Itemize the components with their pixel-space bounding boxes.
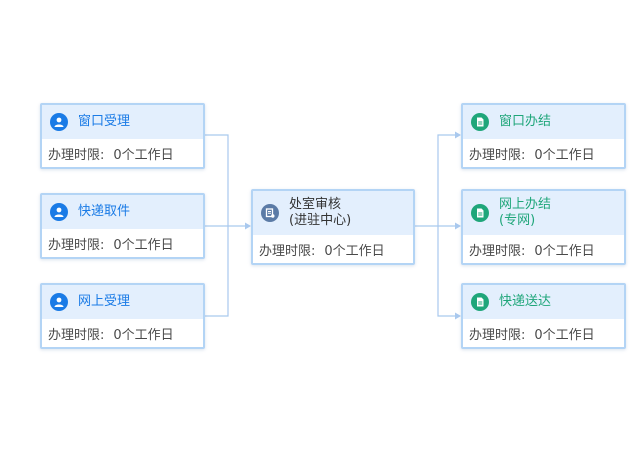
- connector-to-window-complete: [437, 134, 456, 226]
- document-icon: [471, 204, 489, 222]
- node-header: 网上受理: [42, 285, 203, 319]
- time-limit-value: 0个工作日: [113, 237, 174, 253]
- node-time-limit: 办理时限: 0个工作日: [463, 139, 624, 167]
- document-icon: [471, 113, 489, 131]
- user-icon: [50, 113, 68, 131]
- time-limit-label: 办理时限:: [469, 243, 526, 259]
- time-limit-value: 0个工作日: [324, 243, 385, 259]
- node-express-delivery[interactable]: 快递送达 办理时限: 0个工作日: [461, 283, 626, 349]
- node-online-complete[interactable]: 网上办结 (专网) 办理时限: 0个工作日: [461, 189, 626, 265]
- time-limit-label: 办理时限:: [469, 327, 526, 343]
- node-header: 窗口办结: [463, 105, 624, 139]
- arrowhead-express-delivery: [455, 312, 461, 320]
- node-time-limit: 办理时限: 0个工作日: [42, 319, 203, 347]
- stamp-icon: [261, 204, 279, 222]
- node-online-accept[interactable]: 网上受理 办理时限: 0个工作日: [40, 283, 205, 349]
- node-title-line2: (进驻中心): [289, 213, 352, 228]
- arrowhead-window-complete: [455, 131, 461, 139]
- arrowhead-online-complete: [455, 222, 461, 230]
- time-limit-label: 办理时限:: [48, 237, 105, 253]
- node-title-line2: (专网): [499, 213, 536, 228]
- node-title-line1: 网上办结: [499, 197, 552, 212]
- arrowhead-review: [245, 222, 251, 230]
- node-time-limit: 办理时限: 0个工作日: [463, 235, 624, 263]
- time-limit-value: 0个工作日: [113, 147, 174, 163]
- node-header: 窗口受理: [42, 105, 203, 139]
- node-header: 快递取件: [42, 195, 203, 229]
- node-office-review[interactable]: 处室审核 (进驻中心) 办理时限: 0个工作日: [251, 189, 415, 265]
- node-time-limit: 办理时限: 0个工作日: [42, 229, 203, 257]
- node-time-limit: 办理时限: 0个工作日: [463, 319, 624, 347]
- node-window-complete[interactable]: 窗口办结 办理时限: 0个工作日: [461, 103, 626, 169]
- node-time-limit: 办理时限: 0个工作日: [253, 235, 413, 263]
- node-title-line1: 处室审核: [289, 197, 342, 212]
- node-title: 窗口办结: [499, 114, 552, 129]
- connector-window-accept: [204, 134, 229, 226]
- node-header: 快递送达: [463, 285, 624, 319]
- time-limit-label: 办理时限:: [469, 147, 526, 163]
- node-title: 处室审核 (进驻中心): [289, 197, 351, 229]
- user-icon: [50, 203, 68, 221]
- node-title: 窗口受理: [78, 114, 131, 129]
- node-time-limit: 办理时限: 0个工作日: [42, 139, 203, 167]
- connector-to-express-delivery: [437, 226, 456, 317]
- node-window-accept[interactable]: 窗口受理 办理时限: 0个工作日: [40, 103, 205, 169]
- time-limit-value: 0个工作日: [534, 147, 595, 163]
- user-icon: [50, 293, 68, 311]
- node-header: 网上办结 (专网): [463, 191, 624, 235]
- document-icon: [471, 293, 489, 311]
- time-limit-value: 0个工作日: [113, 327, 174, 343]
- connector-online-accept: [204, 226, 229, 317]
- node-title: 快递取件: [78, 204, 131, 219]
- time-limit-label: 办理时限:: [259, 243, 316, 259]
- node-title: 快递送达: [499, 294, 552, 309]
- time-limit-value: 0个工作日: [534, 243, 595, 259]
- time-limit-label: 办理时限:: [48, 327, 105, 343]
- node-title: 网上受理: [78, 294, 131, 309]
- time-limit-label: 办理时限:: [48, 147, 105, 163]
- node-header: 处室审核 (进驻中心): [253, 191, 413, 235]
- node-title: 网上办结 (专网): [499, 197, 551, 229]
- time-limit-value: 0个工作日: [534, 327, 595, 343]
- node-express-pickup[interactable]: 快递取件 办理时限: 0个工作日: [40, 193, 205, 259]
